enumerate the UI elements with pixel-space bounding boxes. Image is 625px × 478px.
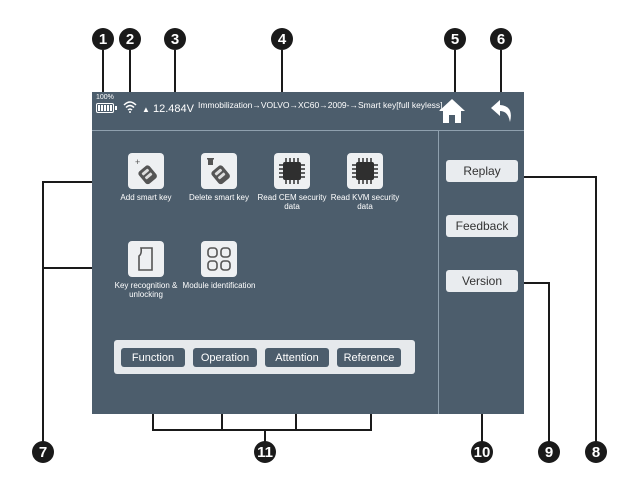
callout-1: 1 [92,28,114,50]
callout-7: 7 [32,441,54,463]
device-screen: 100% ▲ 12.484V Immobilization→VOLVO→XC60… [92,92,524,414]
home-icon[interactable] [438,97,466,125]
back-icon[interactable] [490,98,514,124]
tile-read-cem[interactable]: Read CEM security data [255,153,329,211]
callout-8: 8 [585,441,607,463]
tile-label: Delete smart key [188,193,250,202]
leader-2 [129,50,131,100]
tile-label: Key recognition & unlocking [114,281,178,299]
tab-bar: Function Operation Attention Reference [114,340,415,374]
callout-5: 5 [444,28,466,50]
status-bar: 100% ▲ 12.484V Immobilization→VOLVO→XC60… [92,92,524,131]
battery-percent: 100% [96,94,114,101]
callout-6: 6 [490,28,512,50]
add-key-icon: + [135,157,157,185]
leader-5 [454,50,456,96]
leader-11-h [152,429,372,431]
battery-icon [96,103,117,113]
breadcrumb: Immobilization→VOLVO→XC60→2009-→Smart ke… [198,100,443,110]
callout-10: 10 [471,441,493,463]
leader-11-stem [264,429,266,443]
leader-9-v [548,282,550,443]
leader-4 [281,50,283,100]
leader-6 [500,50,502,96]
callout-4: 4 [271,28,293,50]
leader-1 [102,50,104,96]
tile-label: Add smart key [120,193,172,202]
delete-key-icon [207,158,230,185]
side-panel: Replay Feedback Version [438,131,524,414]
svg-text:+: + [135,157,140,167]
grid-icon [207,247,231,271]
tile-add-smart-key[interactable]: + Add smart key [109,153,183,202]
callout-3: 3 [164,28,186,50]
leader-7-top [43,181,110,183]
tile-label: Read KVM security data [330,193,400,211]
replay-button[interactable]: Replay [446,160,518,182]
tile-module-identification[interactable]: Module identification [182,241,256,290]
key-blank-icon [138,247,153,271]
tile-delete-smart-key[interactable]: Delete smart key [182,153,256,202]
tab-attention[interactable]: Attention [265,348,329,367]
tab-function[interactable]: Function [121,348,185,367]
leader-8-h [520,176,596,178]
tile-key-recognition[interactable]: Key recognition & unlocking [109,241,183,299]
function-panel: + Add smart key [92,131,438,414]
feedback-button[interactable]: Feedback [446,215,518,237]
leader-8-v [595,176,597,443]
version-button[interactable]: Version [446,270,518,292]
tab-reference[interactable]: Reference [337,348,401,367]
tile-read-kvm[interactable]: Read KVM security data [328,153,402,211]
voltage-readout: 12.484V [152,103,194,115]
callout-2: 2 [119,28,141,50]
car-battery-icon: ▲ [142,105,150,114]
leader-9-h [520,282,550,284]
chip-icon [279,158,305,184]
leader-7-bottom [43,267,110,269]
tab-operation[interactable]: Operation [193,348,257,367]
wifi-icon [123,101,137,113]
tile-label: Read CEM security data [257,193,327,211]
chip-icon [352,158,378,184]
callout-11: 11 [254,441,276,463]
callout-9: 9 [538,441,560,463]
leader-7-vertical [42,181,44,443]
leader-3 [174,50,176,102]
tile-label: Module identification [182,281,256,290]
